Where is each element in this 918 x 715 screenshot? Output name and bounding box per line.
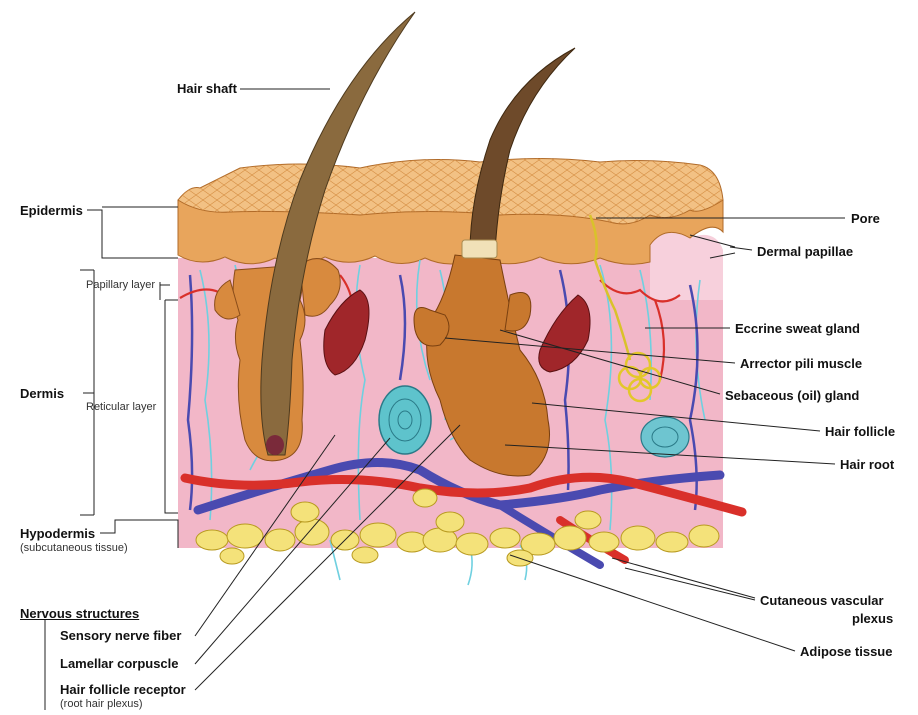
label-lamellar-corpuscle: Lamellar corpuscle [60,657,179,670]
label-nervous-structures: Nervous structures [20,607,139,620]
label-hair-shaft: Hair shaft [177,82,237,95]
label-arrector-pili-muscle: Arrector pili muscle [740,357,862,370]
label-sensory-nerve-fiber: Sensory nerve fiber [60,629,181,642]
label-sebaceous-gland: Sebaceous (oil) gland [725,389,859,402]
label-papillary-layer: Papillary layer [86,280,155,291]
label-hypodermis: Hypodermis [20,527,95,540]
lamellar-corpuscle-left [379,386,431,454]
label-hair-root: Hair root [840,458,894,471]
dermal-papilla-shape [650,233,723,300]
label-cutaneous-vascular-plexus-2: plexus [852,612,893,625]
label-eccrine-sweat-gland: Eccrine sweat gland [735,322,860,335]
label-hair-follicle-receptor: Hair follicle receptor [60,683,186,696]
label-adipose-tissue: Adipose tissue [800,645,892,658]
label-epidermis: Epidermis [20,204,83,217]
label-hypodermis-sub: (subcutaneous tissue) [20,543,128,554]
label-pore: Pore [851,212,880,225]
label-hair-follicle: Hair follicle [825,425,895,438]
label-cutaneous-vascular-plexus-1: Cutaneous vascular [760,594,884,607]
label-reticular-layer: Reticular layer [86,402,156,413]
lamellar-corpuscle-right [641,417,689,457]
label-hair-follicle-receptor-sub: (root hair plexus) [60,699,143,710]
label-dermis: Dermis [20,387,64,400]
label-dermal-papillae: Dermal papillae [757,245,853,258]
